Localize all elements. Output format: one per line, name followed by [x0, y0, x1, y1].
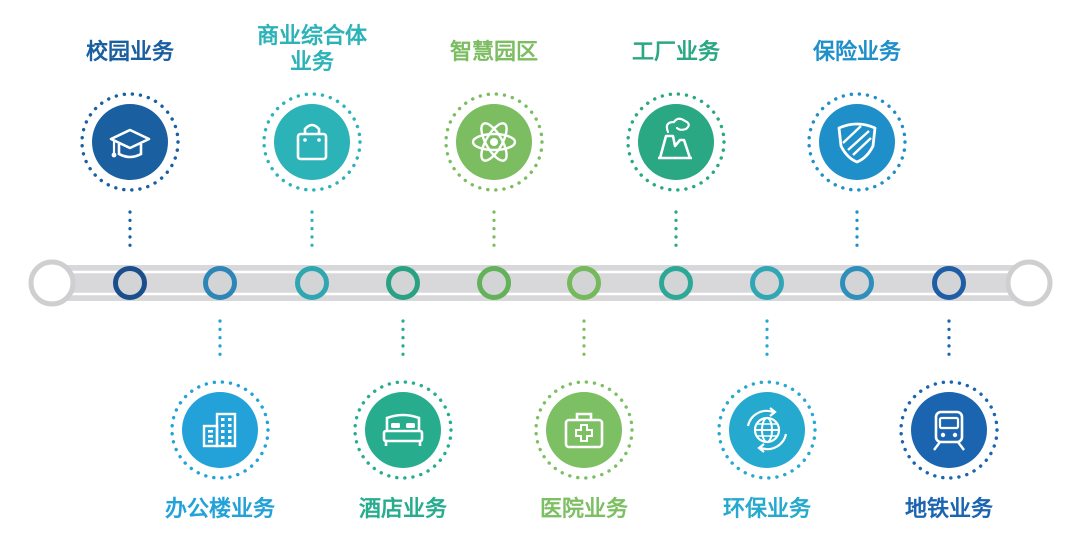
badge-disc: [638, 104, 714, 180]
factory-icon: [658, 117, 692, 160]
insurance-label: 保险业务: [812, 40, 902, 65]
environment-badge: [717, 380, 817, 480]
timeline-node: [203, 266, 237, 300]
smart-park-badge: [444, 92, 544, 192]
factory-badge: [626, 92, 726, 192]
dotted-ring: [717, 380, 817, 480]
timeline-node: [750, 266, 784, 300]
smart-park-label: 智慧园区: [449, 40, 539, 65]
timeline-node: [386, 266, 420, 300]
dotted-ring: [899, 380, 999, 480]
badge-disc: [182, 392, 258, 468]
timeline-node: [113, 266, 147, 300]
dotted-ring: [444, 92, 544, 192]
timeline-node: [932, 266, 966, 300]
shopping-bag-icon: [296, 123, 328, 161]
train-icon: [933, 410, 965, 451]
hotel-badge: [353, 380, 453, 480]
first-aid-kit-icon: [564, 412, 604, 449]
dotted-ring: [262, 92, 362, 192]
timeline-node: [567, 266, 601, 300]
timeline-node: [295, 266, 329, 300]
badge-disc: [911, 392, 987, 468]
dotted-ring: [626, 92, 726, 192]
environment-label: 环保业务: [722, 497, 812, 522]
campus-badge: [80, 92, 180, 192]
office-building-icon: [202, 412, 237, 448]
timeline-start-cap: [28, 259, 76, 307]
hotel-label: 酒店业务: [358, 497, 448, 522]
hospital-label: 医院业务: [539, 497, 629, 522]
dotted-ring: [534, 380, 634, 480]
dotted-ring: [170, 380, 270, 480]
bed-icon: [382, 413, 424, 446]
timeline-rail: [28, 259, 1053, 307]
badge-disc: [546, 392, 622, 468]
timeline-node: [659, 266, 693, 300]
dotted-ring: [807, 92, 907, 192]
atom-icon: [471, 122, 517, 162]
commercial-badge: [262, 92, 362, 192]
timeline-node: [477, 266, 511, 300]
hospital-badge: [534, 380, 634, 480]
badge-disc: [92, 104, 168, 180]
recycle-globe-icon: [746, 407, 788, 453]
office-label: 办公楼业务: [164, 497, 276, 522]
timeline-end-cap: [1005, 259, 1053, 307]
campus-label: 校园业务: [85, 40, 175, 65]
metro-label: 地铁业务: [904, 497, 994, 522]
dotted-ring: [80, 92, 180, 192]
badge-disc: [274, 104, 350, 180]
factory-label: 工厂业务: [631, 40, 721, 65]
office-badge: [170, 380, 270, 480]
metro-badge: [899, 380, 999, 480]
dotted-ring: [353, 380, 453, 480]
insurance-badge: [807, 92, 907, 192]
shield-icon: [837, 122, 877, 164]
timeline-node: [840, 266, 874, 300]
commercial-label: 商业综合体 业务: [256, 24, 368, 75]
graduation-cap-icon: [109, 128, 151, 159]
